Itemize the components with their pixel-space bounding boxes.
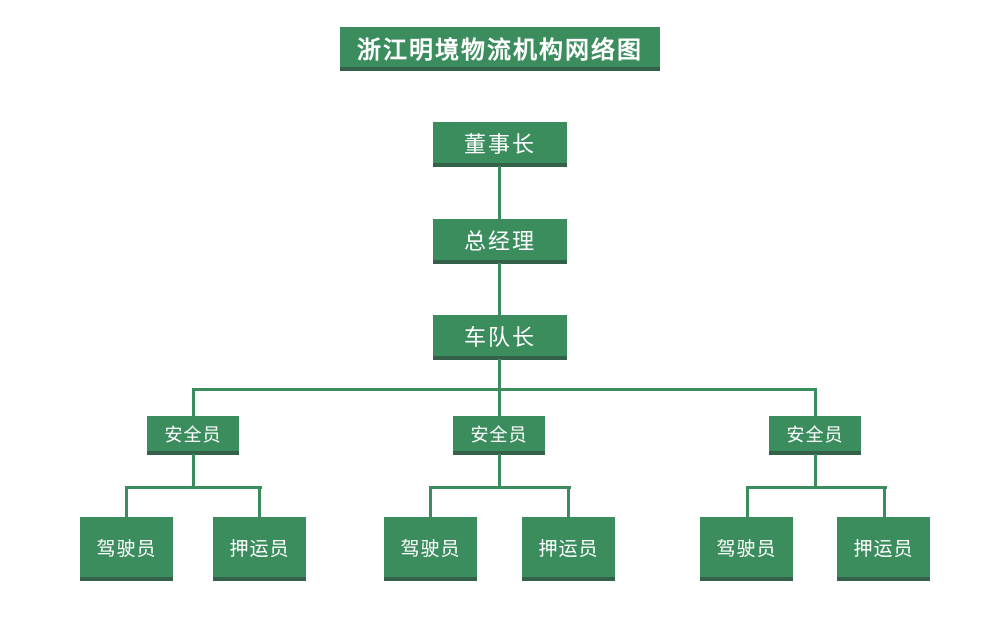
- connector-team1-horizontal: [125, 486, 262, 489]
- connector-drop-safety-2: [498, 388, 501, 417]
- node-fleet-captain: 车队长: [433, 315, 567, 360]
- connector-team2-drop-driver: [429, 486, 432, 517]
- node-safety-officer-1: 安全员: [147, 416, 239, 455]
- connector-team1-stem: [192, 454, 195, 487]
- chart-title: 浙江明境物流机构网络图: [340, 27, 660, 71]
- connector-team3-drop-driver: [746, 486, 749, 517]
- connector-team1-drop-escort: [258, 486, 261, 517]
- node-chairman: 董事长: [433, 122, 567, 167]
- node-safety-officer-2: 安全员: [453, 416, 545, 455]
- connector-team2-horizontal: [429, 486, 571, 489]
- node-driver-3: 驾驶员: [700, 517, 793, 581]
- node-escort-1: 押运员: [213, 517, 306, 581]
- connector-team3-stem: [814, 454, 817, 487]
- connector-drop-safety-3: [814, 388, 817, 417]
- connector-team1-drop-driver: [125, 486, 128, 517]
- node-general-manager: 总经理: [433, 219, 567, 264]
- node-safety-officer-3: 安全员: [769, 416, 861, 455]
- connector-team2-drop-escort: [567, 486, 570, 517]
- connector-chairman-gm: [498, 166, 501, 220]
- connector-team2-stem: [498, 454, 501, 487]
- connector-team3-drop-escort: [883, 486, 886, 517]
- connector-fleet-stem: [498, 359, 501, 389]
- connector-drop-safety-1: [192, 388, 195, 417]
- node-driver-1: 驾驶员: [80, 517, 173, 581]
- node-escort-3: 押运员: [837, 517, 930, 581]
- connector-branch-horizontal: [192, 388, 817, 391]
- node-driver-2: 驾驶员: [384, 517, 477, 581]
- node-escort-2: 押运员: [522, 517, 615, 581]
- connector-gm-fleet: [498, 263, 501, 316]
- connector-team3-horizontal: [746, 486, 887, 489]
